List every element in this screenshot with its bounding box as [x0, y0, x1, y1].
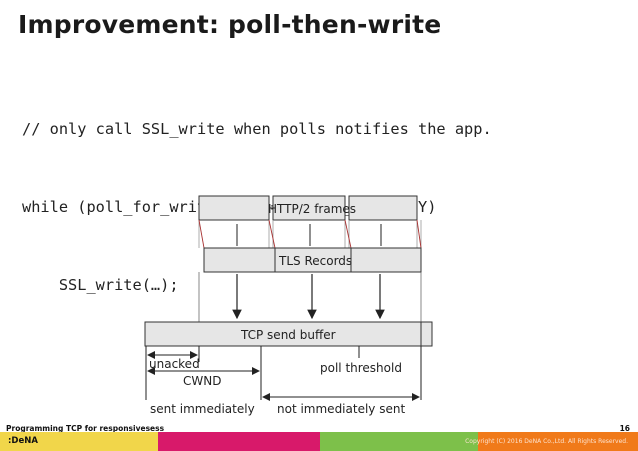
code-line-comment: // only call SSL_write when polls notifi…: [22, 120, 492, 138]
tcp-send-buffer-label: TCP send buffer: [241, 328, 336, 342]
frame-record-brackets: [198, 220, 422, 248]
record-guides: [198, 272, 422, 322]
tls-record-box: [203, 247, 276, 273]
buffer-markers: [145, 346, 422, 400]
not-immediately-sent-label: not immediately sent: [277, 402, 406, 416]
http2-frame-box: [198, 195, 270, 221]
code-line-ssl-write: SSL_write(…);: [22, 276, 179, 294]
tls-records-label: TLS Records: [279, 254, 353, 268]
page-number: 16: [619, 424, 630, 433]
http2-frames-label: HTTP/2 frames: [268, 202, 357, 216]
copyright-text: Copyright (C) 2016 DeNA Co.,Ltd. All Rig…: [465, 438, 628, 445]
poll-threshold-label: poll threshold: [320, 361, 402, 375]
sent-immediately-label: sent immediately: [150, 402, 255, 416]
http2-frames-row: [198, 195, 418, 221]
unacked-label: unacked: [149, 357, 200, 371]
frame-record-slants: [198, 219, 422, 249]
slide-title: Improvement: poll-then-write: [18, 10, 442, 39]
footer-bar-magenta: [158, 432, 320, 451]
footer-bar-green: [320, 432, 478, 451]
cwnd-label: CWND: [183, 374, 222, 388]
footer-bar-yellow: [0, 432, 158, 451]
http2-frame-box: [272, 195, 346, 221]
frame-connectors: [236, 224, 382, 246]
footer-bar-orange: [478, 432, 638, 451]
tls-records-row: [203, 247, 422, 273]
http2-frame-box: [348, 195, 418, 221]
tls-record-box: [350, 247, 422, 273]
dena-logo: :DeNA: [8, 436, 38, 446]
down-arrows: [232, 274, 385, 320]
tcp-send-buffer-box: [144, 321, 433, 347]
footer-title: Programming TCP for responsivesess: [6, 424, 165, 433]
footer-color-bar: [0, 432, 638, 451]
